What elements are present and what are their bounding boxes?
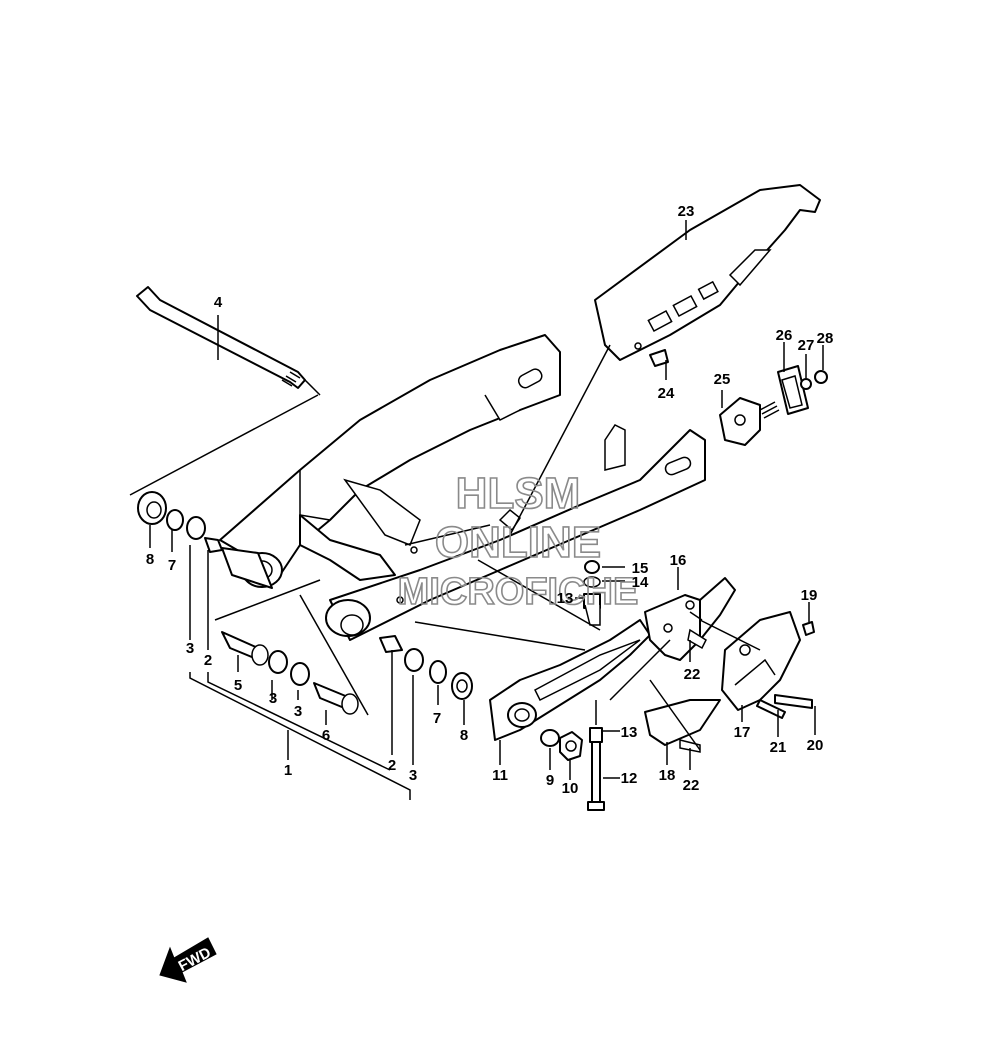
callout-2b: 2 <box>388 757 396 774</box>
callout-26: 26 <box>776 327 793 344</box>
callout-8a: 8 <box>146 551 154 568</box>
callout-25: 25 <box>714 371 731 388</box>
oil-seal <box>137 491 167 525</box>
callout-14: 14 <box>632 574 649 591</box>
leader-lines <box>129 220 824 800</box>
bearing <box>186 516 206 540</box>
callout-20: 20 <box>807 737 824 754</box>
washer-9 <box>540 729 560 747</box>
callout-12: 12 <box>621 770 638 787</box>
callout-3d: 3 <box>409 767 417 784</box>
callout-13b: 13 <box>621 724 638 741</box>
washer-27 <box>800 378 812 390</box>
bracket <box>644 577 736 661</box>
callout-15: 15 <box>632 560 649 577</box>
watermark-line-2: ONLINE <box>435 518 601 567</box>
washer-small <box>583 576 601 588</box>
watermark-line-1: HLSM <box>456 469 581 518</box>
nut-28 <box>814 370 828 384</box>
bolt-19 <box>802 621 815 636</box>
watermark: HLSM ONLINE MICROFICHE <box>397 468 639 614</box>
washer-right <box>429 660 447 684</box>
callout-1: 1 <box>284 762 292 779</box>
callout-17: 17 <box>734 724 751 741</box>
callout-22b: 22 <box>683 777 700 794</box>
callout-4: 4 <box>214 294 223 311</box>
callout-2a: 2 <box>204 652 212 669</box>
callout-8b: 8 <box>460 727 468 744</box>
callout-16: 16 <box>670 552 687 569</box>
mounting-plate <box>721 611 801 711</box>
callout-9: 9 <box>546 772 554 789</box>
callout-24: 24 <box>658 385 675 402</box>
callout-3b: 3 <box>269 690 277 707</box>
bearing-lower <box>268 650 288 674</box>
arrow-icon <box>159 937 217 983</box>
callout-3c: 3 <box>294 703 302 720</box>
fwd-arrow: FWD <box>159 937 217 983</box>
callout-6: 6 <box>322 727 330 744</box>
callout-18: 18 <box>659 767 676 784</box>
bolt-20 <box>774 694 813 709</box>
chain-adjuster <box>719 397 780 446</box>
callout-21: 21 <box>770 739 787 756</box>
callout-11: 11 <box>492 767 508 784</box>
callout-28: 28 <box>817 330 834 347</box>
callout-7a: 7 <box>168 557 176 574</box>
collar-nut <box>584 560 600 574</box>
buffer-block <box>644 699 721 753</box>
callout-23: 23 <box>678 203 695 220</box>
swingarm <box>219 334 706 641</box>
watermark-line-3: MICROFICHE <box>398 571 639 613</box>
callout-3a: 3 <box>186 640 194 657</box>
callout-13a: 13 <box>557 590 574 607</box>
callout-5: 5 <box>234 677 242 694</box>
bearing-lower-2 <box>290 662 310 686</box>
bolt-long <box>591 741 601 803</box>
callout-10: 10 <box>562 780 579 797</box>
callout-22a: 22 <box>684 666 701 683</box>
collar-lower <box>589 727 603 743</box>
washer <box>166 509 184 531</box>
chain-buffer <box>489 619 651 741</box>
callout-19: 19 <box>801 587 818 604</box>
callout-7b: 7 <box>433 710 441 727</box>
callout-labels: 1 2 2 3 3 3 3 4 5 6 7 7 8 8 9 10 11 12 1… <box>146 203 834 797</box>
spacer-right <box>379 635 403 653</box>
bolt-24 <box>649 349 669 367</box>
chain-case <box>594 184 821 361</box>
callout-27: 27 <box>798 337 815 354</box>
spacer <box>204 537 223 553</box>
bearing-right <box>404 648 424 672</box>
adjuster-plate <box>777 365 809 415</box>
